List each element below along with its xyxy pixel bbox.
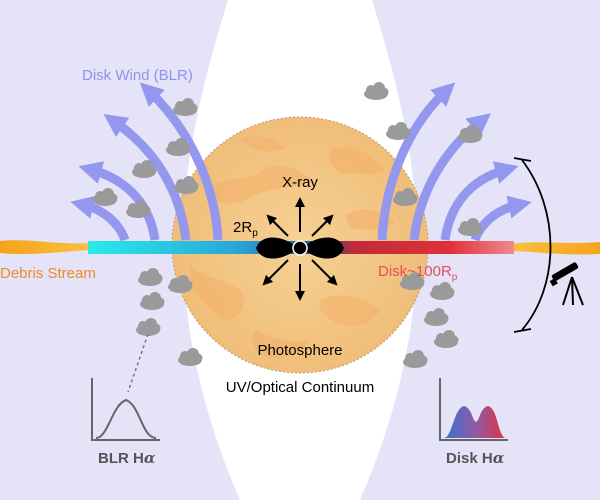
disk-wind-label: Disk Wind (BLR) [82, 67, 193, 84]
blr-line-profile [91, 378, 160, 441]
arrow-icon [78, 161, 160, 241]
disk-size-label: Disk~100Rp [378, 263, 458, 283]
radius-label: 2Rp [233, 219, 258, 239]
telescope-icon [549, 262, 584, 306]
arrow-icon [440, 161, 519, 241]
arrow-icon [139, 82, 223, 241]
blr-halpha-label: BLR Hα [98, 449, 156, 467]
observer-arc-cap-bottom [513, 328, 532, 333]
debris-stream-left [0, 240, 90, 255]
continuum-label: UV/Optical Continuum [226, 379, 374, 396]
disk-line-profile [439, 378, 508, 441]
debris-stream-right [510, 242, 600, 255]
observer-arc-icon [521, 159, 552, 331]
arrow-icon [103, 113, 191, 241]
wind-arrows-left [70, 82, 223, 242]
blr-leader-line [127, 333, 149, 393]
debris-stream-label: Debris Stream [0, 265, 96, 282]
arrow-icon [377, 82, 456, 241]
arrow-icon [70, 195, 130, 242]
arrow-icon [311, 259, 338, 286]
cloud-icon [364, 82, 389, 100]
xray-label: X-ray [282, 174, 318, 191]
xray-arrows [262, 197, 338, 301]
photosphere-label: Photosphere [257, 342, 342, 359]
arrow-icon [262, 259, 289, 286]
arrow-icon [470, 195, 532, 242]
observer-arc-cap-top [513, 157, 532, 162]
arrow-icon [311, 214, 334, 237]
disk-halpha-label: Disk Hα [446, 449, 505, 467]
arrow-icon [266, 214, 289, 237]
central-source [256, 237, 344, 259]
